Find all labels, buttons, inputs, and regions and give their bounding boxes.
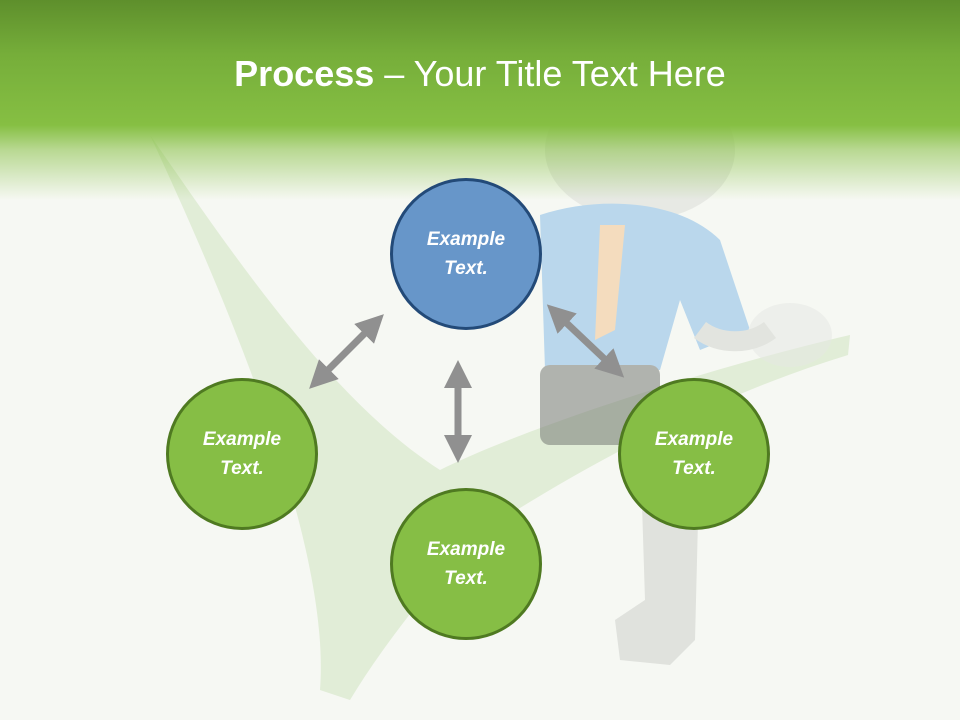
arrow-left-diagonal	[309, 314, 384, 389]
slide-title: Process – Your Title Text Here	[0, 52, 960, 96]
process-node-right: Example Text.	[618, 378, 770, 530]
node-label: Example Text.	[426, 539, 506, 589]
node-label: Example Text.	[202, 429, 282, 479]
node-label: Example Text.	[654, 429, 734, 479]
checkmark-shape	[150, 135, 850, 700]
arrow-right-diagonal	[546, 304, 625, 378]
process-node-left: Example Text.	[166, 378, 318, 530]
process-node-bottom: Example Text.	[390, 488, 542, 640]
process-node-top: Example Text.	[390, 178, 542, 330]
title-bold-part: Process	[234, 53, 375, 94]
title-bar	[0, 0, 960, 200]
title-rest-part: – Your Title Text Here	[374, 53, 726, 94]
node-label: Example Text.	[426, 229, 506, 279]
